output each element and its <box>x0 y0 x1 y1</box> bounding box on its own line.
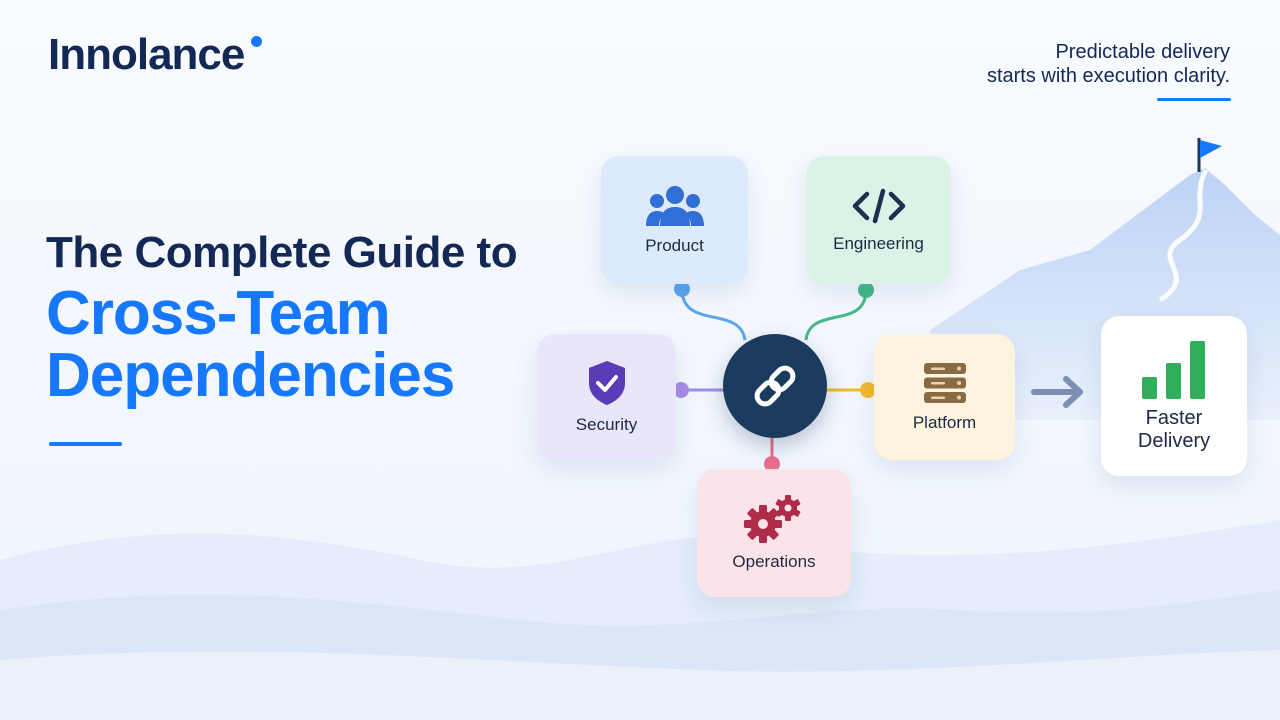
node-platform: Platform <box>874 334 1015 460</box>
arrow-right-icon <box>1031 376 1083 408</box>
tagline-line1: Predictable delivery <box>1055 41 1230 63</box>
node-label-engineering: Engineering <box>833 234 924 253</box>
code-icon <box>852 188 905 224</box>
logo-dot <box>251 36 262 47</box>
headline-accent-line1: Cross-Team <box>46 279 391 348</box>
headline-underline <box>49 442 122 446</box>
outcome-label-line2: Delivery <box>1137 430 1211 452</box>
node-operations: Operations <box>697 469 851 597</box>
headline-accent: Cross-Team Dependencies <box>46 279 455 410</box>
server-stack-icon <box>923 363 966 403</box>
people-icon <box>645 186 704 226</box>
node-product: Product <box>601 156 748 284</box>
node-label-security: Security <box>575 415 638 434</box>
node-security: Security <box>537 334 676 460</box>
bar-chart-icon <box>1142 341 1205 399</box>
hub-node <box>723 334 827 438</box>
headline: The Complete Guide to <box>46 228 518 277</box>
node-label-operations: Operations <box>732 552 816 571</box>
link-icon <box>754 365 796 407</box>
tagline-line2: starts with execution clarity. <box>986 65 1230 87</box>
node-label-platform: Platform <box>912 413 977 432</box>
tagline-underline <box>1157 98 1231 101</box>
headline-accent-line2: Dependencies <box>46 341 455 410</box>
connectors <box>673 281 876 472</box>
outcome-card: Faster Delivery <box>1101 316 1247 476</box>
shield-check-icon <box>588 361 625 405</box>
gears-icon <box>744 495 801 543</box>
node-label-product: Product <box>645 236 704 255</box>
tagline: Predictable delivery starts with executi… <box>987 40 1230 88</box>
outcome-label-line1: Faster <box>1145 407 1203 429</box>
brand-logo: Innolance <box>48 30 245 79</box>
node-engineering: Engineering <box>806 156 951 284</box>
outcome-label: Faster Delivery <box>1138 407 1210 453</box>
